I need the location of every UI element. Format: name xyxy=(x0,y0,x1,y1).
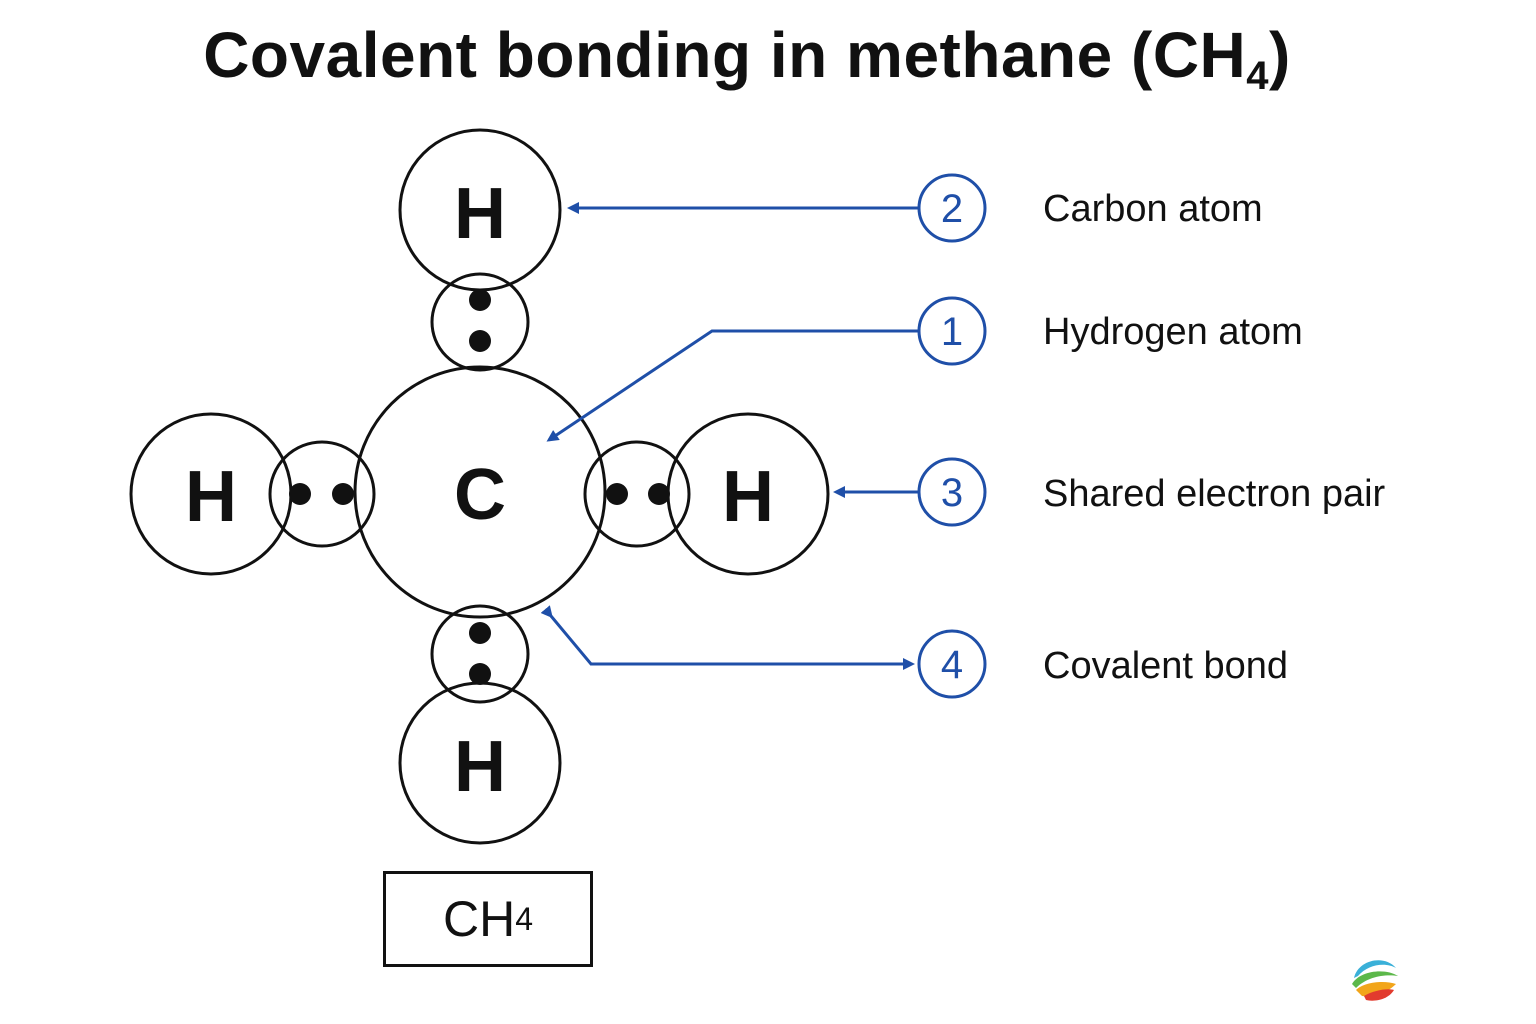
legend-label-hydrogen-atom: Hydrogen atom xyxy=(1043,311,1303,353)
electron xyxy=(469,663,491,685)
hydrogen-label-bottom: H xyxy=(454,727,506,807)
electron-pair-left xyxy=(289,483,354,505)
formula-main: CH xyxy=(442,891,516,947)
callout-number-1: 1 xyxy=(941,310,963,354)
callout-badge-1 xyxy=(917,296,987,366)
electron-pair-shell-bottom xyxy=(430,604,530,704)
hydrogen-label-left: H xyxy=(185,457,237,537)
title-close: ) xyxy=(1269,19,1291,91)
diagram-title: Covalent bonding in methane (CH4) xyxy=(0,18,1494,96)
callout-number-4: 4 xyxy=(941,643,963,687)
globe-logo-icon xyxy=(1352,960,1398,1001)
callout-number-3: 3 xyxy=(941,471,963,515)
callout-badge-4 xyxy=(917,629,987,699)
electron xyxy=(648,483,670,505)
hydrogen-label-right: H xyxy=(722,457,774,537)
carbon-atom xyxy=(353,365,607,619)
callout-number-2: 2 xyxy=(941,187,963,231)
legend-label-carbon-atom: Carbon atom xyxy=(1043,188,1263,230)
electron xyxy=(289,483,311,505)
electron xyxy=(469,622,491,644)
electron-pair-top xyxy=(469,289,491,352)
electron xyxy=(469,289,491,311)
legend-label-shared-electron-pair: Shared electron pair xyxy=(1043,473,1386,515)
electron-pair-shell-left xyxy=(268,440,376,548)
electron-pair-bottom xyxy=(469,622,491,685)
electron-pair-right xyxy=(606,483,670,505)
callout-badge-2 xyxy=(917,173,987,243)
electron xyxy=(606,483,628,505)
electron xyxy=(469,330,491,352)
title-text: Covalent bonding in methane (CH xyxy=(203,19,1247,91)
electron-pair-shell-top xyxy=(430,272,530,372)
electron-pair-shell-right xyxy=(583,440,691,548)
legend-label-covalent-bond: Covalent bond xyxy=(1043,645,1289,687)
callout-arrow-1 xyxy=(546,329,918,442)
hydrogen-label-top: H xyxy=(454,174,506,254)
callout-arrow-4 xyxy=(540,605,915,670)
title-subscript: 4 xyxy=(1246,54,1269,98)
carbon-label: C xyxy=(454,455,506,535)
callout-badge-3 xyxy=(917,457,987,527)
electron xyxy=(332,483,354,505)
